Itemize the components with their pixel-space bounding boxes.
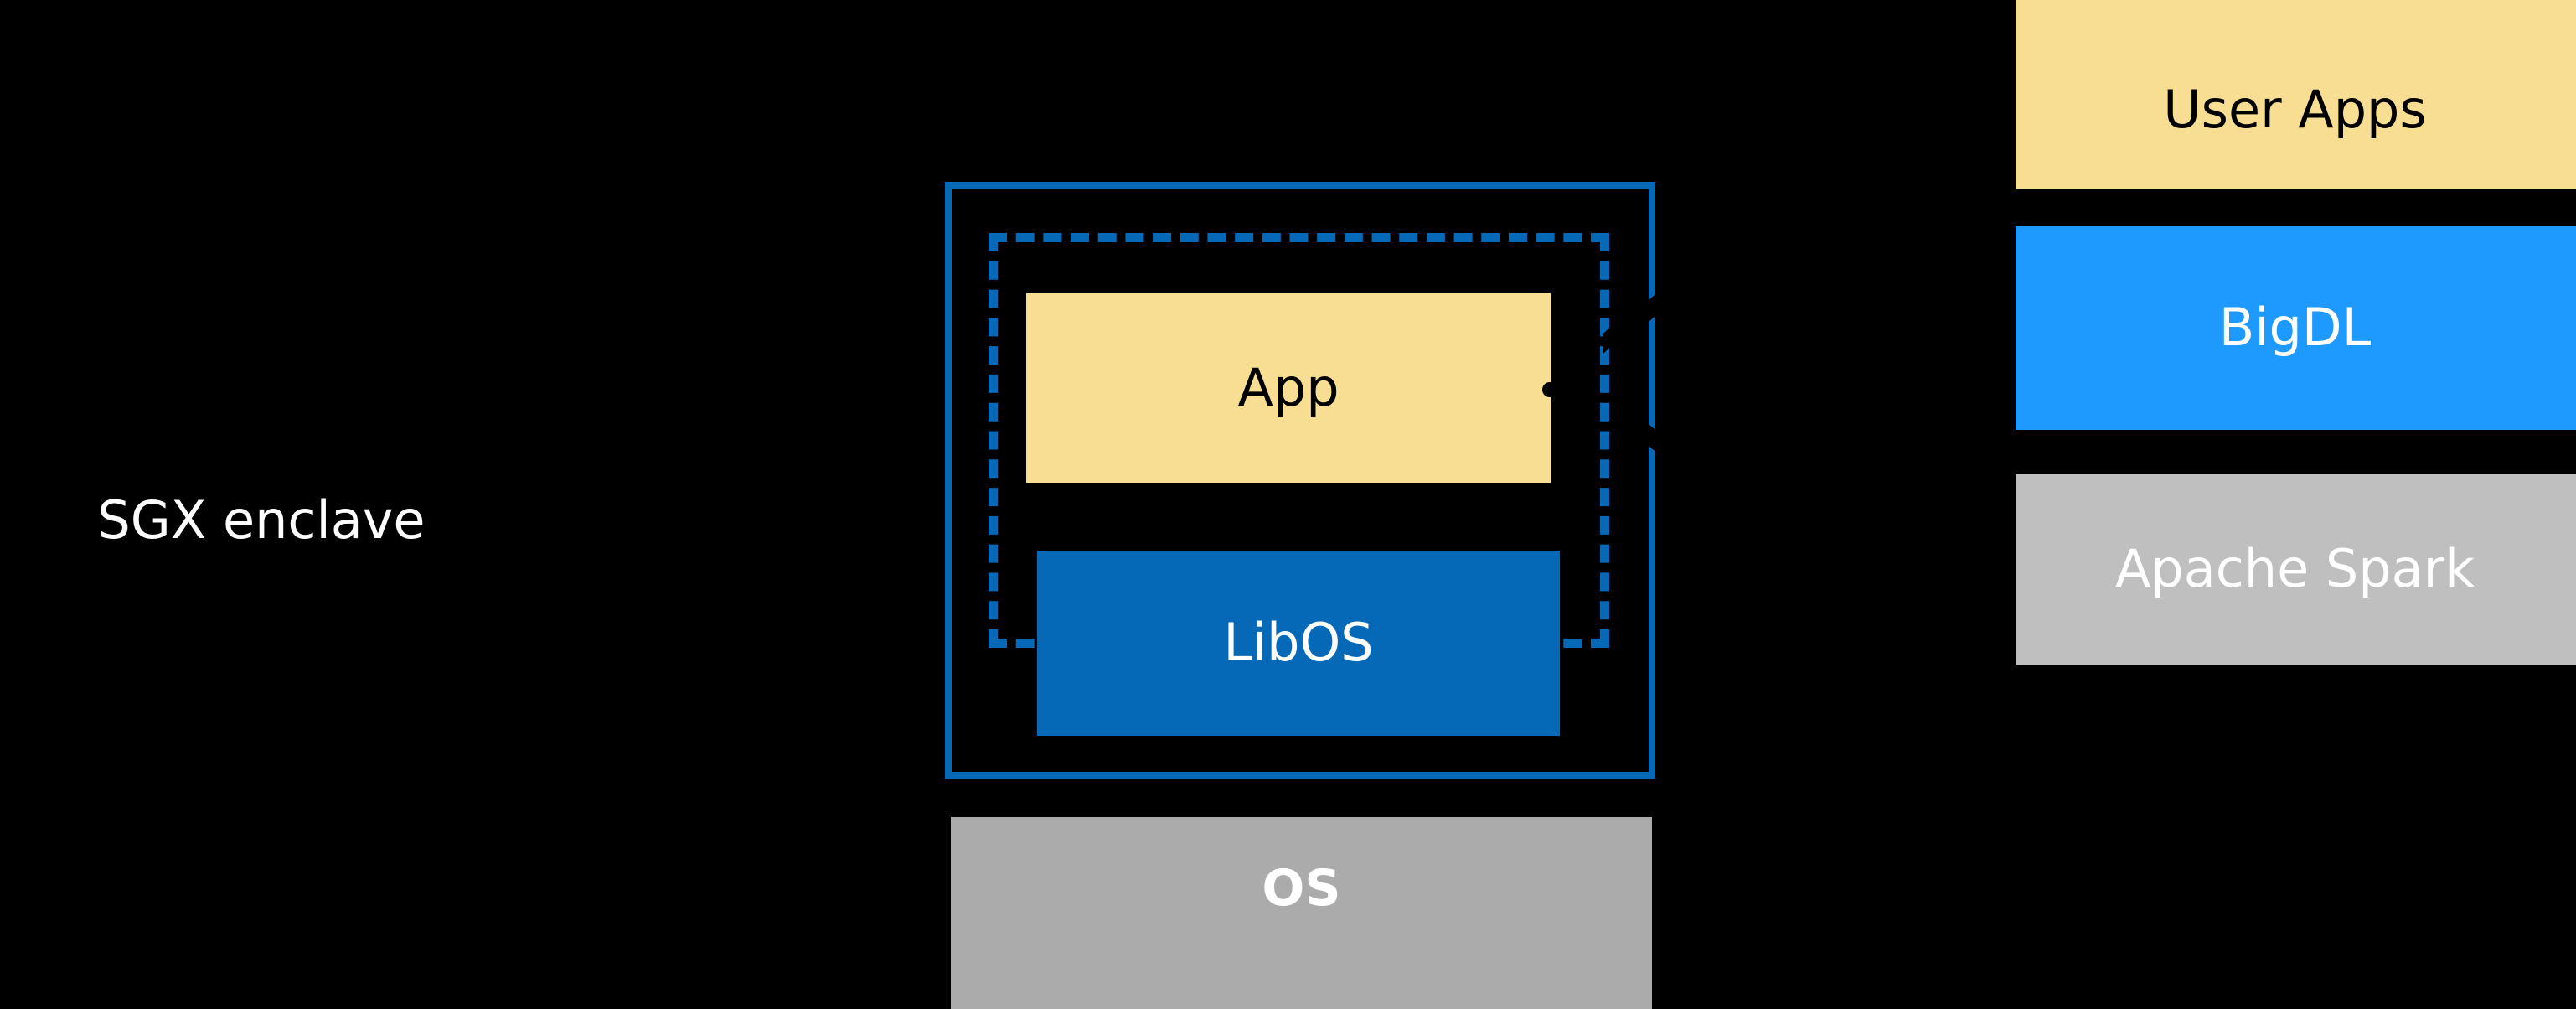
sgx-enclave-box[interactable]: SGX enclave	[0, 426, 523, 615]
sgx-connector-arrowhead-icon	[517, 509, 532, 524]
bigdl-box[interactable]: BigDL	[2016, 226, 2576, 430]
user-apps-label: User Apps	[2163, 78, 2427, 140]
enclave-outer-boundary	[945, 182, 1655, 779]
libos-label: LibOS	[1223, 612, 1374, 674]
sgx-enclave-label: SGX enclave	[97, 489, 426, 551]
apache-spark-box[interactable]: Apache Spark	[2016, 474, 2576, 665]
libos-box[interactable]: LibOS	[1037, 551, 1560, 736]
user-apps-box[interactable]: User Apps	[2016, 0, 2576, 189]
bigdl-label: BigDL	[2218, 297, 2372, 359]
os-label: OS	[1262, 859, 1341, 918]
app-connector-arrowhead-icon	[1542, 382, 1557, 397]
app-label: App	[1237, 356, 1340, 418]
os-box[interactable]: OS	[951, 817, 1652, 1009]
apache-spark-label: Apache Spark	[2114, 538, 2475, 600]
app-box[interactable]: App	[1026, 293, 1551, 483]
